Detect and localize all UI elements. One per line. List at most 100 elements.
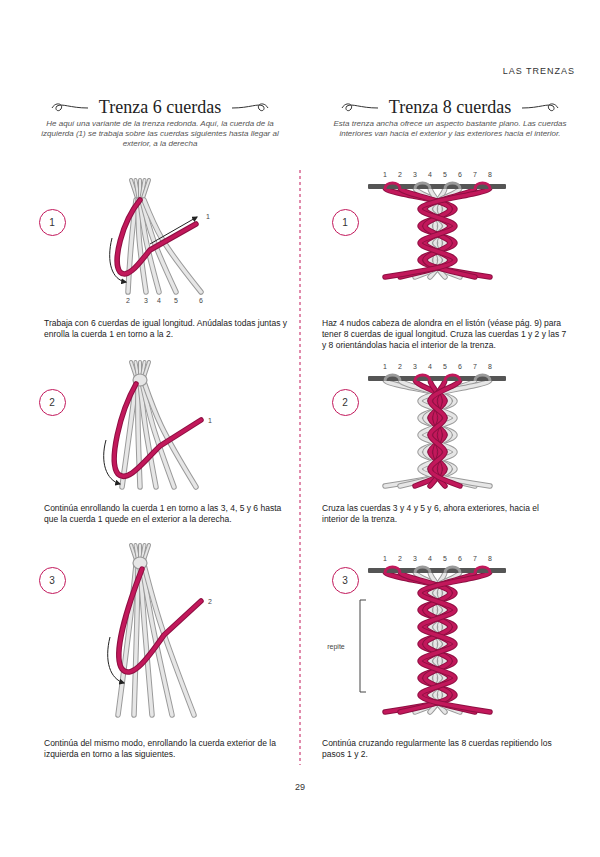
cord-number: 1	[383, 555, 387, 562]
step-number: 2	[49, 397, 55, 408]
cord-outline	[425, 379, 475, 486]
column-divider	[300, 170, 301, 765]
grey-cord	[144, 565, 194, 715]
step-circle: 1	[39, 209, 66, 236]
cord-number: 2	[398, 171, 402, 178]
section-title: Trenza 8 cuerdas	[389, 97, 511, 118]
page-number: 29	[295, 782, 305, 792]
pink-cord	[430, 379, 460, 486]
pink-cord	[114, 384, 201, 476]
step-circle: 2	[332, 389, 359, 416]
cord-outline	[385, 187, 490, 277]
repeat-label: repite	[327, 643, 345, 650]
lark-head-knot	[445, 567, 460, 573]
cord-number: 1	[383, 171, 387, 178]
lark-head-knot	[475, 567, 490, 573]
step-text: Haz 4 nudos cabeza de alondra en el list…	[322, 318, 567, 352]
step-text: Cruza las cuerdas 3 y 4 y 5 y 6, ahora e…	[322, 503, 567, 525]
cord-number: 1	[208, 417, 212, 424]
intro-text: He aquí una variante de la trenza redond…	[35, 119, 285, 149]
lark-head-knot	[445, 183, 460, 189]
cord-number: 3	[413, 363, 417, 370]
lark-head-knot	[385, 567, 400, 573]
dowel	[368, 376, 506, 381]
step-text: Continúa cruzando regularmente las 8 cue…	[322, 738, 567, 760]
section-title: Trenza 6 cuerdas	[99, 97, 221, 118]
cord-number: 7	[473, 363, 477, 370]
cord-number: 2	[398, 555, 402, 562]
cord-number: 5	[443, 363, 447, 370]
cord-number: 5	[443, 171, 447, 178]
cord-number: 6	[199, 297, 203, 304]
lark-head-knot	[385, 183, 400, 189]
intro-text: Esta trenza ancha ofrece un aspecto bast…	[330, 119, 570, 139]
running-header: LAS TRENZAS	[503, 66, 575, 76]
dowel	[368, 568, 506, 573]
direction-arrow	[104, 440, 120, 484]
cord-number: 4	[428, 363, 432, 370]
grey-cord	[425, 379, 475, 486]
step-text: Continúa enrollando la cuerda 1 en torno…	[44, 503, 292, 525]
flourish	[52, 104, 88, 111]
lark-head-knot	[445, 375, 460, 381]
cord-outline	[117, 200, 196, 274]
step-number: 3	[49, 575, 55, 586]
pink-cord	[385, 187, 490, 277]
dowel	[368, 184, 506, 189]
cord-number: 6	[458, 171, 462, 178]
pink-cord-guide	[114, 384, 201, 476]
cord-number: 8	[488, 171, 492, 178]
cord-number: 8	[488, 555, 492, 562]
cord-number: 4	[157, 297, 161, 304]
step-circle: 2	[39, 389, 66, 416]
direction-arrow	[150, 217, 197, 244]
lark-head-knot	[385, 375, 400, 381]
cord-number: 8	[488, 363, 492, 370]
cord-outline	[114, 384, 201, 476]
flourish	[342, 104, 378, 111]
pink-cord	[420, 571, 490, 712]
cord-number: 3	[413, 171, 417, 178]
step-text: Continúa del mismo modo, enrollando la c…	[44, 738, 292, 760]
repeat-bracket	[360, 600, 366, 692]
step-number: 1	[49, 217, 55, 228]
grey-cord	[144, 382, 196, 487]
step-number: 1	[342, 217, 348, 228]
cord-number: 4	[428, 555, 432, 562]
cord-outline	[119, 569, 201, 672]
pink-cord	[119, 569, 201, 672]
cord-number: 6	[458, 363, 462, 370]
braid-figure	[368, 183, 506, 277]
cord-number: 2	[398, 363, 402, 370]
braid-figure	[110, 180, 201, 292]
braid-figure	[368, 375, 506, 486]
braid-figure	[108, 545, 201, 715]
lark-head-knot	[415, 183, 430, 189]
cord-outline	[430, 379, 460, 486]
braid-figure	[368, 567, 506, 712]
cord-number: 3	[144, 297, 148, 304]
braid-figure	[104, 362, 201, 487]
cord-number: 5	[174, 297, 178, 304]
cord-number: 7	[473, 171, 477, 178]
cord-outline	[144, 565, 194, 715]
step-number: 3	[342, 575, 348, 586]
cord-number: 1	[206, 213, 210, 220]
cord-number: 3	[413, 555, 417, 562]
cord-outline	[420, 571, 490, 712]
step-circle: 3	[332, 567, 359, 594]
cord-outline	[144, 382, 196, 487]
cord-number: 1	[383, 363, 387, 370]
grey-cord	[420, 379, 490, 486]
pink-cord-guide	[119, 569, 201, 672]
step-number: 2	[342, 397, 348, 408]
cord-outline	[420, 379, 490, 486]
cord-number: 7	[473, 555, 477, 562]
direction-arrow	[108, 637, 124, 683]
lark-head-knot	[415, 567, 430, 573]
cord-outline	[143, 180, 149, 198]
step-circle: 3	[39, 567, 66, 594]
step-circle: 1	[332, 209, 359, 236]
cord-number: 6	[458, 555, 462, 562]
cord-number: 5	[443, 555, 447, 562]
